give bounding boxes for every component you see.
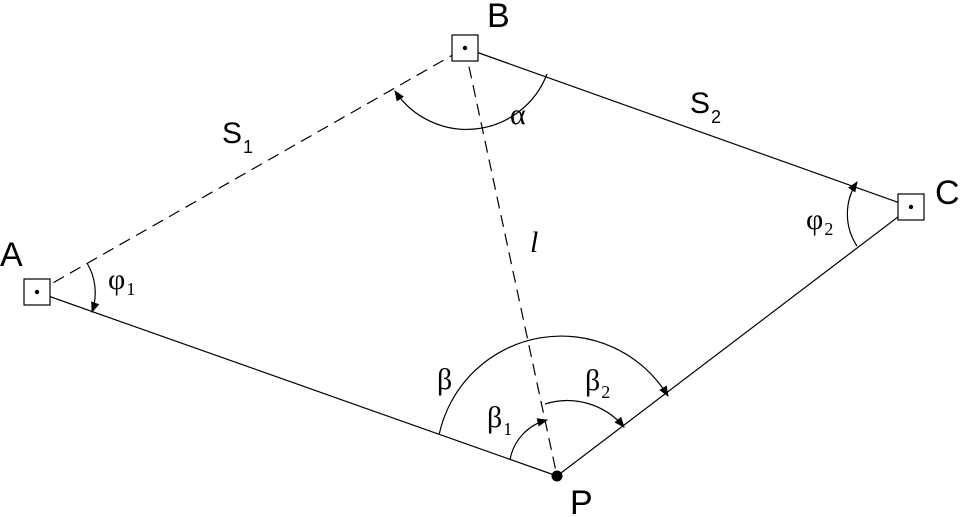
line-a-b (36, 47, 466, 293)
angle-beta1-arc (509, 418, 549, 461)
station-a-marker (23, 278, 51, 306)
station-b-marker (451, 34, 479, 62)
label-phi2: φ2 (806, 203, 833, 239)
label-beta2: β2 (585, 364, 610, 402)
angle-phi1-arc (86, 262, 100, 314)
angle-beta2-arc (544, 400, 625, 428)
line-a-p (36, 291, 558, 477)
line-p-c (556, 206, 912, 477)
label-beta: β (437, 363, 452, 396)
label-l: l (530, 226, 538, 259)
label-alpha: α (510, 98, 526, 131)
line-b-p (464, 47, 558, 477)
station-p-marker (551, 470, 563, 482)
label-s2: S2 (690, 87, 721, 127)
line-b-c (464, 47, 912, 208)
label-phi1: φ1 (108, 263, 135, 299)
angle-beta-arc (438, 335, 669, 436)
label-s1: S1 (222, 117, 253, 157)
station-c-marker (897, 193, 925, 221)
label-point-p: P (570, 484, 593, 517)
label-point-a: A (0, 236, 23, 274)
label-point-b: B (487, 0, 510, 35)
angle-phi2-arc (846, 181, 858, 247)
angle-alpha-arc (394, 73, 548, 130)
label-point-c: C (935, 174, 960, 212)
label-beta1: β1 (487, 401, 512, 439)
